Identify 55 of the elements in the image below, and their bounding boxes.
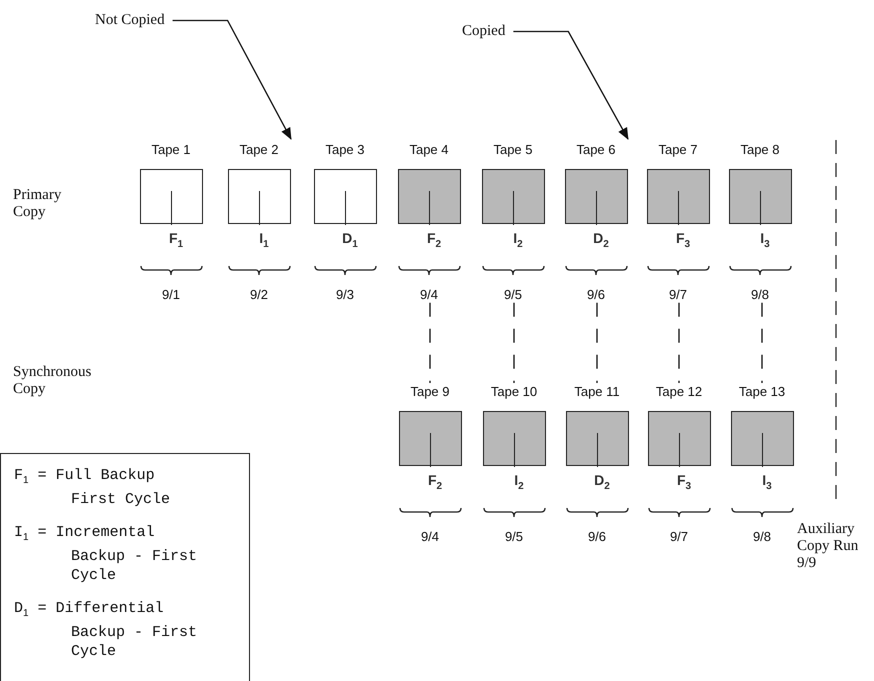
- date-label: 9/8: [750, 286, 770, 303]
- connector-line: [429, 302, 431, 383]
- tape-label: Tape 4: [409, 141, 449, 159]
- row-label: Auxiliary Copy Run 9/9: [797, 521, 860, 572]
- date-label: 9/4: [420, 528, 440, 545]
- tape-label: Tape 12: [656, 383, 702, 401]
- connector-line: [678, 302, 680, 383]
- key-entry: I$_{1}$ = Incremental Backup - First Cycle: [13, 523, 198, 585]
- backup-code: I$_{2}$: [514, 472, 524, 494]
- backup-code: D$_{1}$: [342, 230, 358, 252]
- arrow: [513, 30, 629, 140]
- key-entry: D$_{1}$ = Differential Backup - First Cycle: [13, 599, 198, 661]
- backup-code: F$_{2}$: [426, 230, 442, 252]
- date-label: 9/8: [752, 528, 772, 545]
- connector-line: [513, 302, 515, 383]
- tape-label: Tape 11: [574, 383, 620, 401]
- tape-label: Tape 9: [410, 383, 450, 401]
- date-label: 9/6: [588, 528, 606, 545]
- key-box: [0, 453, 250, 681]
- backup-code: F$_{1}$: [168, 230, 184, 252]
- backup-code: D$_{2}$: [594, 472, 610, 494]
- date-label: 9/7: [668, 286, 688, 303]
- row-label: Synchronous Copy: [13, 364, 92, 398]
- backup-code: I$_{3}$: [760, 230, 770, 252]
- date-label: 9/6: [586, 286, 606, 303]
- backup-code: F$_{3}$: [676, 230, 690, 252]
- backup-code: F$_{2}$: [428, 472, 442, 494]
- date-label: 9/7: [670, 528, 688, 545]
- tape-label: Tape 10: [490, 383, 538, 401]
- backup-code: I$_{1}$: [259, 230, 269, 252]
- connector-line: [596, 302, 598, 383]
- tape-label: Tape 5: [493, 141, 533, 159]
- date-label: 9/4: [420, 286, 438, 303]
- key-entry: F$_{1}$ = Full Backup First Cycle: [13, 466, 172, 509]
- date-label: 9/5: [504, 286, 522, 303]
- backup-code: I$_{2}$: [513, 230, 523, 252]
- date-label: 9/1: [162, 286, 180, 303]
- tape-label: Tape 6: [576, 141, 616, 159]
- row-label: Primary Copy: [13, 187, 62, 221]
- date-label: 9/3: [336, 286, 354, 303]
- date-label: 9/2: [250, 286, 268, 303]
- tape-label: Tape 8: [740, 141, 780, 159]
- tape-label: Tape 3: [325, 141, 365, 159]
- tape-label: Tape 7: [658, 141, 698, 159]
- backup-code: F$_{3}$: [676, 472, 692, 494]
- backup-code: D$_{2}$: [593, 230, 609, 252]
- backup-code: I$_{3}$: [762, 472, 772, 494]
- tape-label: Tape 2: [239, 141, 279, 159]
- connector-line: [761, 302, 763, 383]
- tape-label: Tape 13: [738, 383, 786, 401]
- callout-text: Not Copied: [95, 12, 165, 29]
- callout-text: Copied: [462, 23, 506, 40]
- tape-label: Tape 1: [151, 141, 191, 159]
- arrow: [172, 20, 292, 140]
- date-label: 9/5: [504, 528, 524, 545]
